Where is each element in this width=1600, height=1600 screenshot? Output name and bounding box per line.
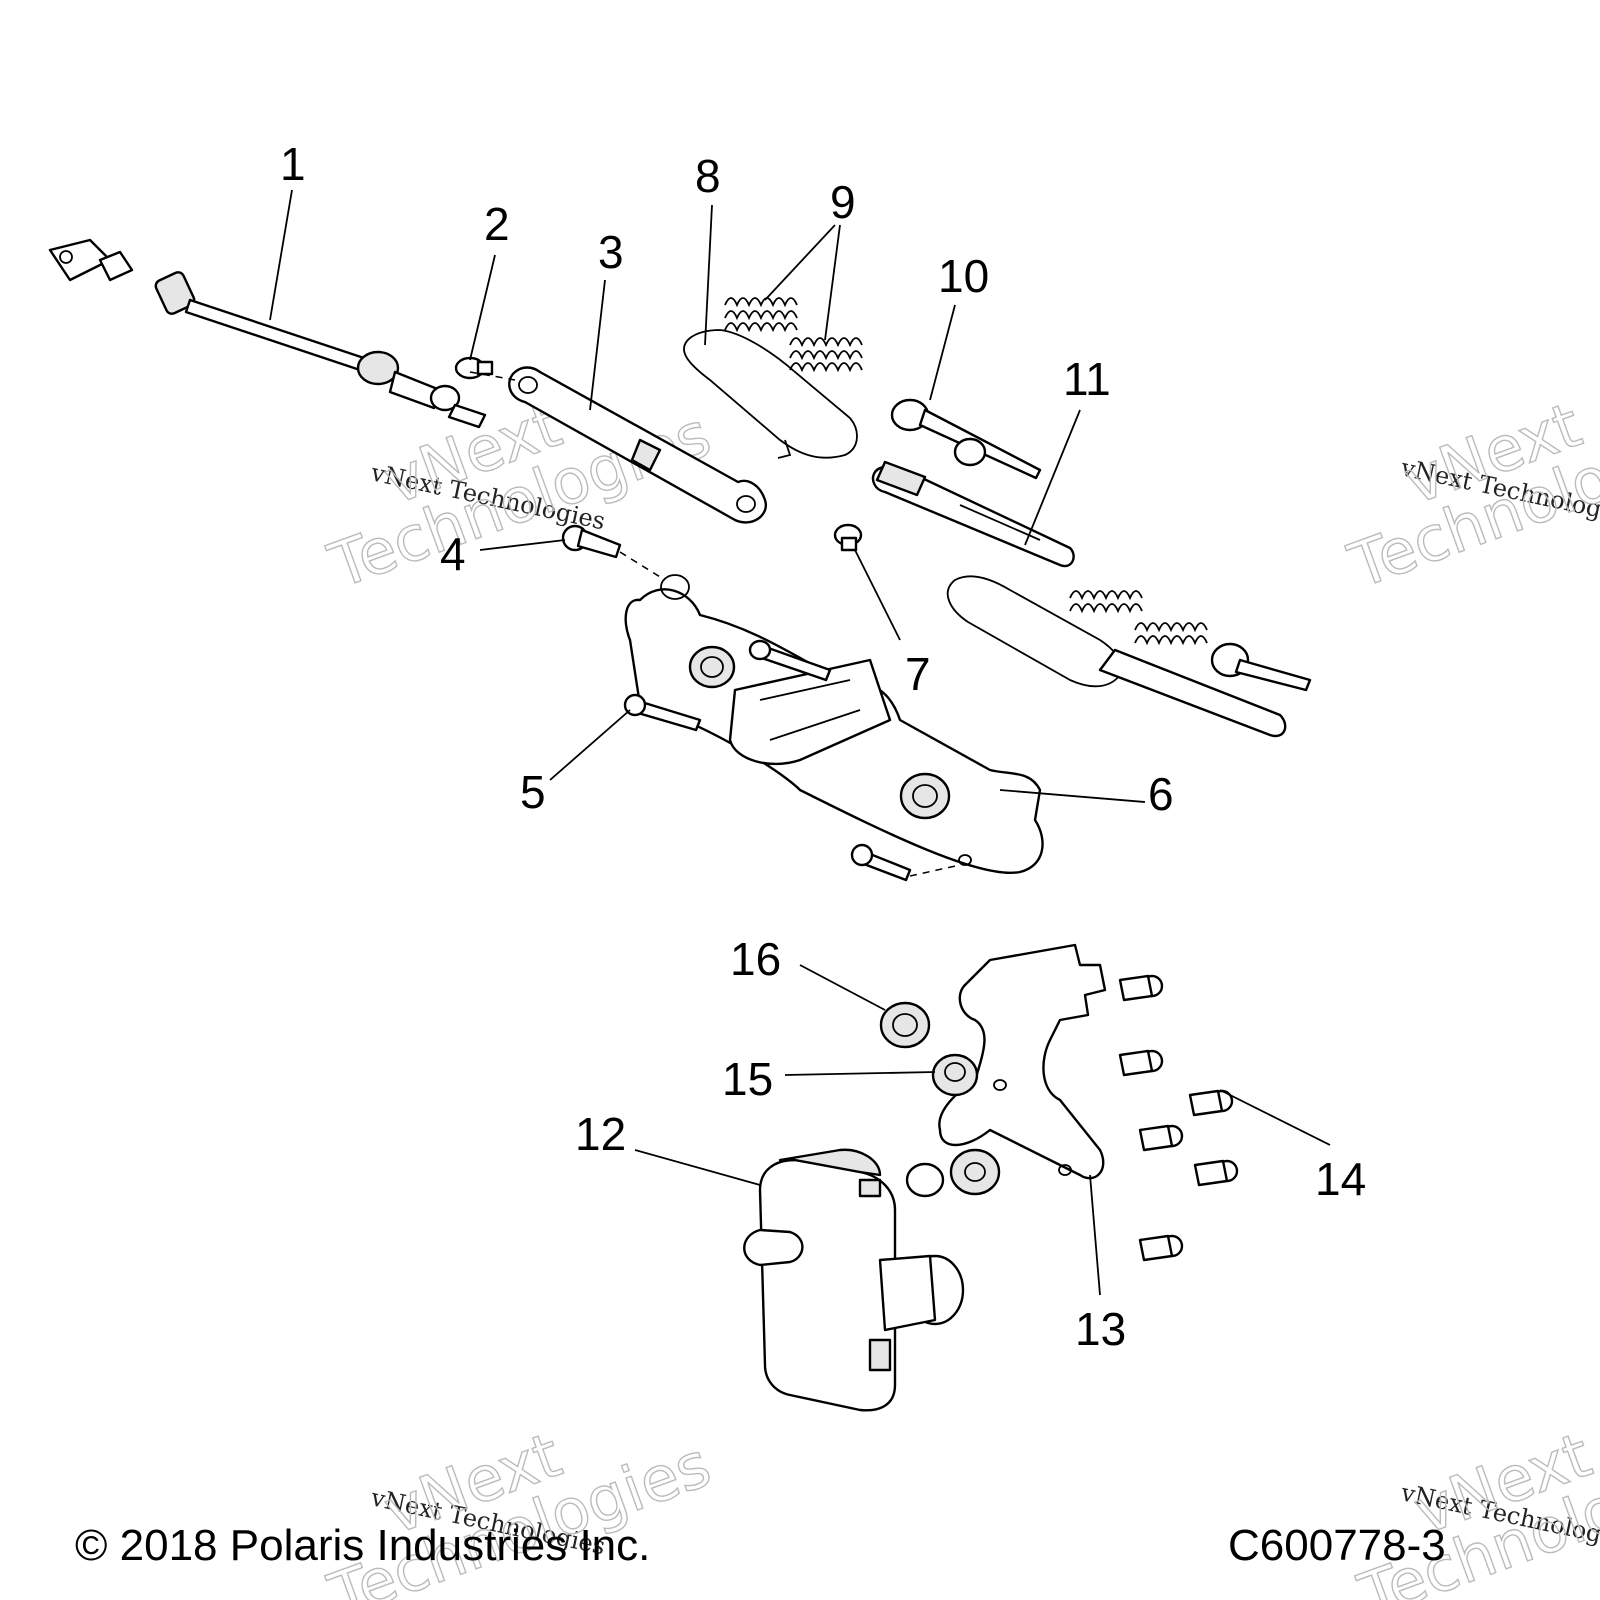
part-16-grommet [879, 1001, 931, 1049]
part-right-assembly [946, 575, 1312, 738]
part-9-springs [724, 297, 863, 373]
part-3-link [469, 366, 768, 524]
part-1-cable [48, 238, 487, 429]
callout-14: 14 [1315, 1153, 1366, 1205]
copyright-text: © 2018 Polaris Industries Inc. [75, 1521, 650, 1570]
part-10-detent-pin [890, 398, 1042, 480]
callout-13: 13 [1075, 1303, 1126, 1355]
part-13-bracket [938, 943, 1107, 1196]
callout-6: 6 [1148, 768, 1174, 820]
part-11-lever [871, 460, 1075, 568]
part-15-bushing [931, 1053, 979, 1097]
part-8-spring-clip [683, 329, 858, 459]
leader-lines [269, 189, 1331, 1296]
callout-15: 15 [722, 1053, 773, 1105]
part-4-screw [561, 524, 666, 581]
part-7-pin [833, 523, 863, 552]
callout-4: 4 [440, 528, 466, 580]
callout-11: 11 [1063, 353, 1111, 405]
callout-3: 3 [598, 226, 624, 278]
watermark-group: vNext Technologies vNext Technologies vN… [319, 387, 1600, 1600]
part-14-screws [1118, 974, 1239, 1262]
callout-12: 12 [575, 1108, 626, 1160]
callout-7: 7 [905, 648, 931, 700]
figure-code: C600778-3 [1228, 1521, 1446, 1570]
part-12-actuator [743, 1148, 965, 1412]
callout-10: 10 [938, 250, 989, 302]
callout-2: 2 [484, 198, 510, 250]
callout-1: 1 [280, 138, 306, 190]
callout-16: 16 [730, 933, 781, 985]
callout-8: 8 [695, 150, 721, 202]
part-6-housing [623, 574, 1044, 882]
callout-labels: 1 2 3 4 5 6 7 8 9 10 11 12 13 14 15 16 [280, 138, 1366, 1355]
callout-5: 5 [520, 766, 546, 818]
callout-9: 9 [830, 176, 856, 228]
